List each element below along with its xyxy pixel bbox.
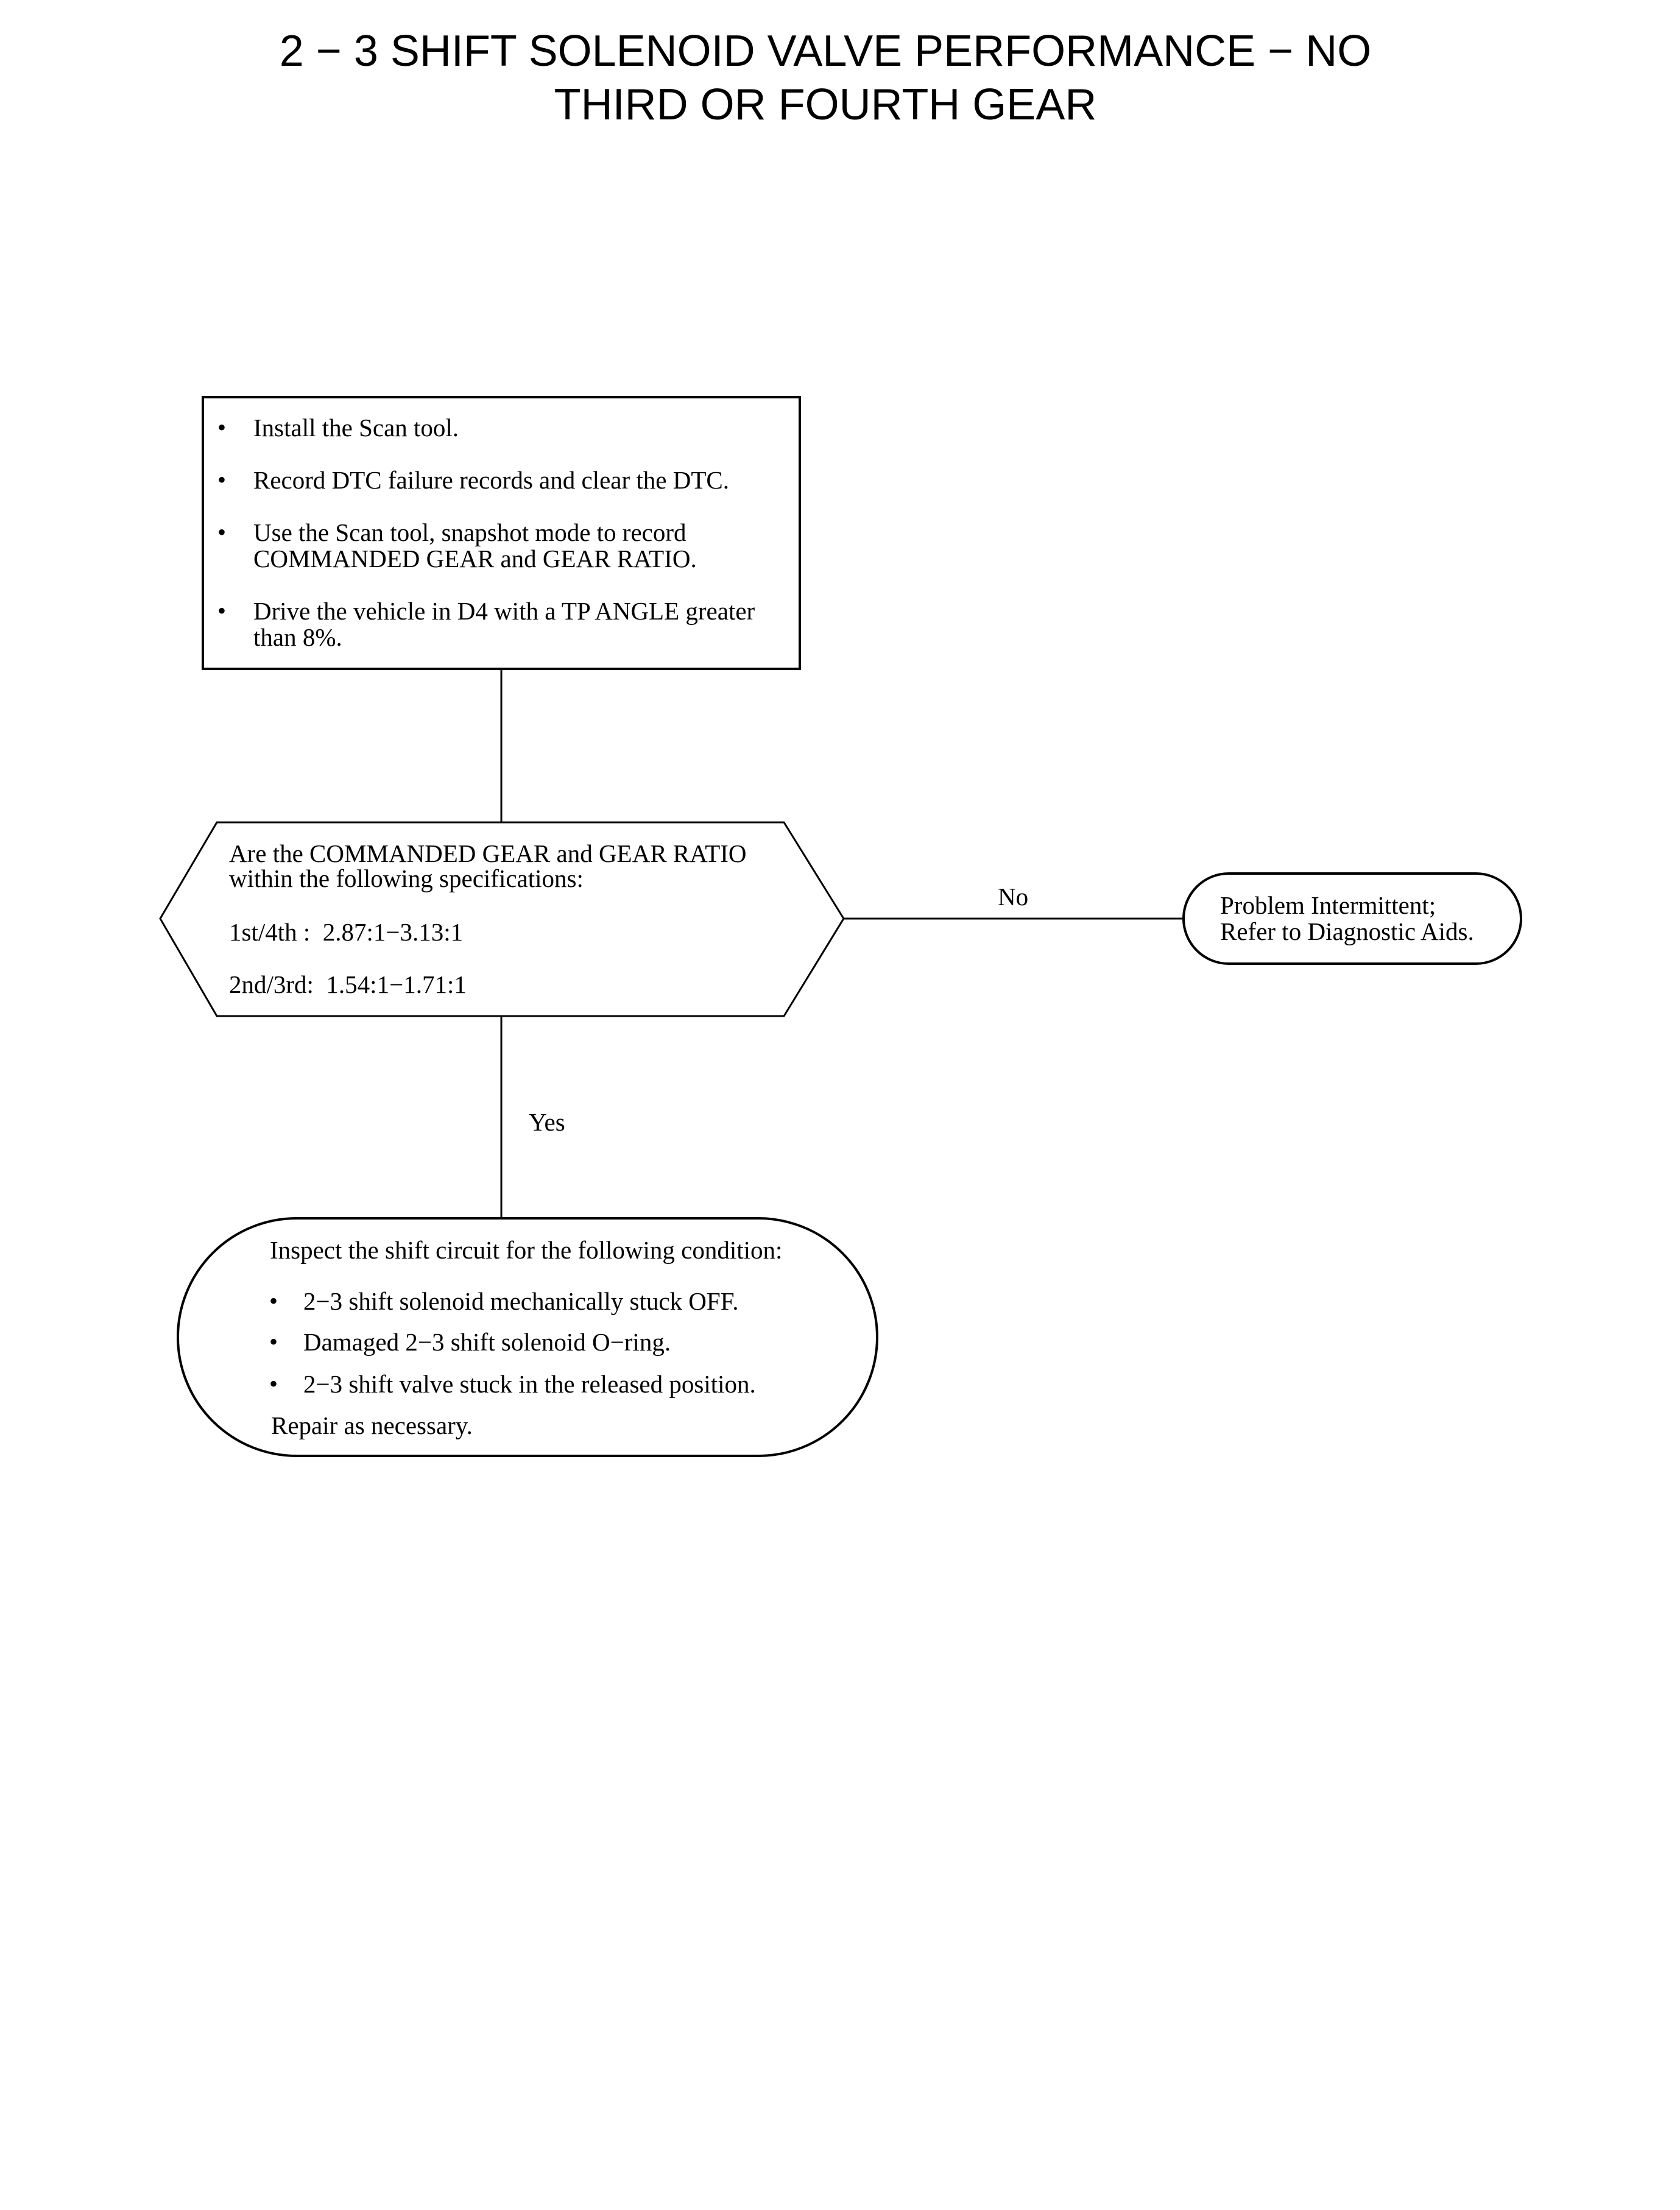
bullet-icon: • xyxy=(217,466,227,493)
decision-spec-2nd-3rd: 2nd/3rd: 1.54:1−1.71:1 xyxy=(229,970,467,998)
bullet-icon: • xyxy=(217,518,227,546)
bullet-icon: • xyxy=(269,1328,278,1355)
step1-item-2: Record DTC failure records and clear the… xyxy=(253,466,729,494)
decision-spec-1st-4th: 1st/4th : 2.87:1−3.13:1 xyxy=(229,918,464,946)
decision-hexagon xyxy=(159,821,845,1017)
branch-yes-label: Yes xyxy=(529,1108,565,1136)
bullet-icon: • xyxy=(217,597,227,624)
result-yes-closing: Repair as necessary. xyxy=(271,1411,473,1439)
branch-no-label: No xyxy=(998,883,1029,911)
result-no-line-1: Problem Intermittent; xyxy=(1220,891,1436,919)
bullet-icon: • xyxy=(269,1370,278,1397)
page-title-line-2: THIRD OR FOURTH GEAR xyxy=(554,80,1097,129)
step1-item-3-line-2: COMMANDED GEAR and GEAR RATIO. xyxy=(253,545,697,573)
bullet-icon: • xyxy=(269,1287,278,1315)
page-title-line-1: 2 − 3 SHIFT SOLENOID VALVE PERFORMANCE −… xyxy=(279,27,1372,76)
result-yes-item-1: 2−3 shift solenoid mechanically stuck OF… xyxy=(303,1287,739,1315)
result-no-terminal xyxy=(1182,872,1522,965)
result-yes-terminal xyxy=(177,1217,878,1457)
step1-item-3-line-1: Use the Scan tool, snapshot mode to reco… xyxy=(253,518,686,546)
result-yes-item-2: Damaged 2−3 shift solenoid O−ring. xyxy=(303,1328,671,1356)
result-no-line-2: Refer to Diagnostic Aids. xyxy=(1220,917,1474,945)
decision-question-line-2: within the following specifications: xyxy=(229,864,584,892)
bullet-icon: • xyxy=(217,414,227,441)
step1-item-4-line-2: than 8%. xyxy=(253,623,342,651)
decision-question-line-1: Are the COMMANDED GEAR and GEAR RATIO xyxy=(229,839,747,867)
result-yes-item-3: 2−3 shift valve stuck in the released po… xyxy=(303,1370,756,1398)
result-yes-intro: Inspect the shift circuit for the follow… xyxy=(270,1236,783,1264)
step1-item-1: Install the Scan tool. xyxy=(253,414,459,442)
step1-item-4-line-1: Drive the vehicle in D4 with a TP ANGLE … xyxy=(253,597,755,625)
